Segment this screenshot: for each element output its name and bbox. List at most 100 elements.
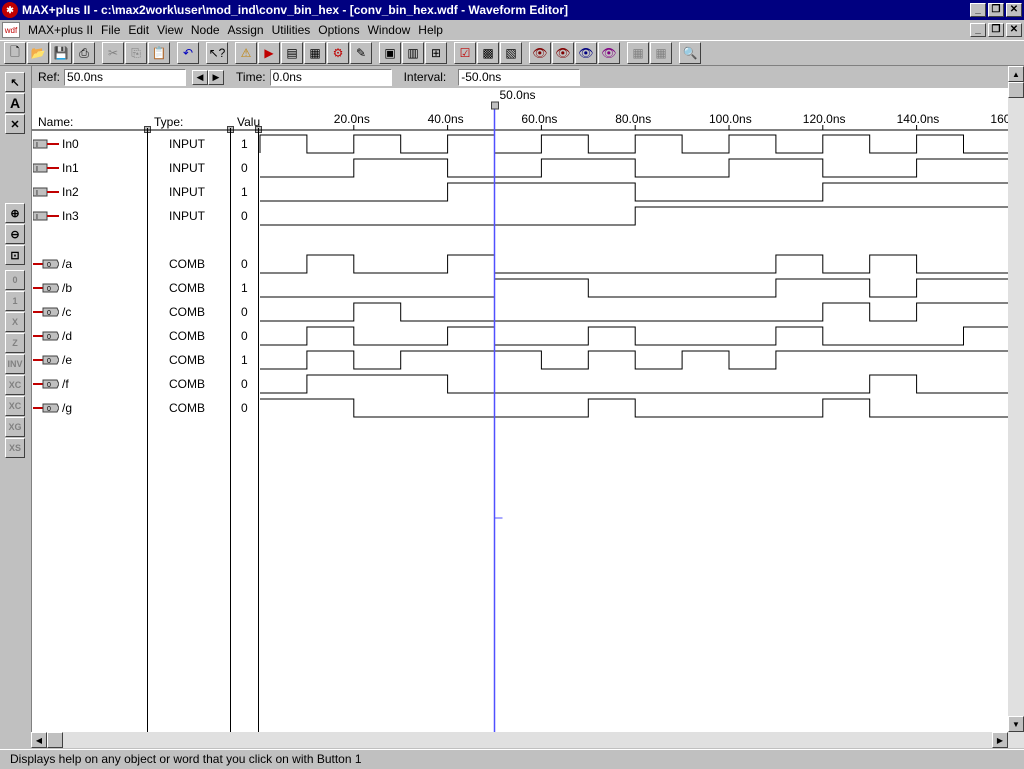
ref-field[interactable]: 50.0ns <box>64 68 187 86</box>
scroll-down-icon[interactable]: ▼ <box>1008 716 1024 732</box>
hierarchy-up-icon[interactable]: ⚠ <box>235 42 257 64</box>
simulate-icon[interactable]: ▩ <box>477 42 499 64</box>
find-timing-icon[interactable]: 👁 <box>598 42 620 64</box>
output-pin-icon: 0 <box>33 331 59 341</box>
menu-node[interactable]: Node <box>190 23 220 37</box>
horizontal-scroll-thumb[interactable] <box>47 732 63 748</box>
hierarchy-tree-icon[interactable]: ⊞ <box>425 42 447 64</box>
print-icon[interactable]: ⎙ <box>73 42 95 64</box>
scroll-left-icon[interactable]: ◀ <box>31 732 47 748</box>
cursor-handle[interactable] <box>491 101 499 110</box>
doc-close-button[interactable]: ✕ <box>1006 23 1022 37</box>
simulator-icon[interactable]: ✎ <box>350 42 372 64</box>
compile-icon[interactable]: ☑ <box>454 42 476 64</box>
new-file-icon[interactable]: 🗋 <box>4 42 26 64</box>
help-pointer-icon[interactable]: ↖? <box>206 42 228 64</box>
scroll-up-icon[interactable]: ▲ <box>1008 66 1024 82</box>
project-icon[interactable]: ▣ <box>379 42 401 64</box>
horizontal-scrollbar[interactable]: ◀ ▶ <box>31 732 1024 748</box>
overwrite-group-icon[interactable]: XG <box>5 417 25 437</box>
waveform-trace[interactable] <box>260 278 1009 298</box>
waveform-trace[interactable] <box>260 398 1009 418</box>
waveform-edit-tool-icon[interactable]: ✕ <box>5 114 25 134</box>
cascade-icon[interactable]: ▦ <box>650 42 672 64</box>
save-icon[interactable]: 💾 <box>50 42 72 64</box>
menu-options[interactable]: Options <box>318 23 360 37</box>
overwrite-clock-icon[interactable]: XC <box>5 396 25 416</box>
signal-type: COMB <box>169 353 205 367</box>
waveform-trace[interactable] <box>260 206 1009 226</box>
open-folder-icon[interactable]: 📂 <box>27 42 49 64</box>
menu-bar: wdf MAX+plus II File Edit View Node Assi… <box>0 20 1024 40</box>
menu-view[interactable]: View <box>157 23 183 37</box>
ref-left-arrow-icon[interactable]: ◀ <box>192 69 209 85</box>
waveform-trace[interactable] <box>260 182 1009 202</box>
doc-restore-button[interactable]: ❐ <box>988 23 1004 37</box>
set-high-icon[interactable]: 1 <box>5 291 25 311</box>
timing-icon[interactable]: ▧ <box>500 42 522 64</box>
minimize-button[interactable]: _ <box>970 3 986 17</box>
scroll-right-icon[interactable]: ▶ <box>992 732 1008 748</box>
maxplus-icon[interactable]: ✱ <box>2 2 18 18</box>
vertical-scroll-thumb[interactable] <box>1008 82 1024 98</box>
waveform-trace[interactable] <box>259 134 1009 154</box>
top-level-icon[interactable]: ▥ <box>402 42 424 64</box>
waveform-trace[interactable] <box>260 374 1009 394</box>
menu-window[interactable]: Window <box>367 23 411 37</box>
zoom-out-icon[interactable]: ⊖ <box>5 224 25 244</box>
waveform-trace[interactable] <box>260 158 1009 178</box>
invert-icon[interactable]: INV <box>5 354 25 374</box>
menu-file[interactable]: File <box>101 23 121 37</box>
fit-in-window-icon[interactable]: ⊡ <box>5 245 25 265</box>
hierarchy-display-icon[interactable]: ▤ <box>281 42 303 64</box>
menu-help[interactable]: Help <box>418 23 443 37</box>
find-compiled-icon[interactable]: 👁 <box>575 42 597 64</box>
doc-minimize-button[interactable]: _ <box>970 23 986 37</box>
set-low-icon[interactable]: 0 <box>5 270 25 290</box>
overwrite-state-icon[interactable]: XS <box>5 438 25 458</box>
ref-right-arrow-icon[interactable]: ▶ <box>208 69 225 85</box>
close-button[interactable]: ✕ <box>1006 3 1022 17</box>
tile-icon[interactable]: ▦ <box>627 42 649 64</box>
overwrite-count-icon[interactable]: XC <box>5 375 25 395</box>
paste-icon[interactable]: 📋 <box>148 42 170 64</box>
set-unknown-icon[interactable]: X <box>5 312 25 332</box>
waveform-trace[interactable] <box>260 326 1009 346</box>
waveform-trace[interactable] <box>260 302 1009 322</box>
copy-icon[interactable]: ⎘ <box>125 42 147 64</box>
text-tool-icon[interactable]: A <box>5 93 25 113</box>
vertical-scrollbar[interactable]: ▲ ▼ <box>1008 66 1024 732</box>
zoom-in-icon[interactable]: ⊕ <box>5 203 25 223</box>
find-clique-icon[interactable]: 👁 <box>552 42 574 64</box>
menu-assign[interactable]: Assign <box>227 23 264 37</box>
menu-edit[interactable]: Edit <box>128 23 150 37</box>
find-node-icon[interactable]: 👁 <box>529 42 551 64</box>
waveform-trace[interactable] <box>260 254 1009 274</box>
waveform-trace[interactable] <box>260 350 1009 370</box>
search-icon[interactable]: 🔍 <box>679 42 701 64</box>
cut-icon[interactable]: ✂ <box>102 42 124 64</box>
floorplan-icon[interactable]: ▦ <box>304 42 326 64</box>
set-high-impedance-icon[interactable]: Z <box>5 333 25 353</box>
signal-value: 1 <box>241 137 248 151</box>
hierarchy-down-icon[interactable]: ▶ <box>258 42 280 64</box>
pointer-tool-icon[interactable]: ↖ <box>5 72 25 92</box>
menu-utilities[interactable]: Utilities <box>271 23 311 37</box>
undo-icon[interactable]: ↶ <box>177 42 199 64</box>
restore-button[interactable]: ❐ <box>988 3 1004 17</box>
document-icon[interactable]: wdf <box>2 22 20 38</box>
menu-maxplus[interactable]: MAX+plus II <box>28 23 94 37</box>
compiler-icon[interactable]: ⚙ <box>327 42 349 64</box>
